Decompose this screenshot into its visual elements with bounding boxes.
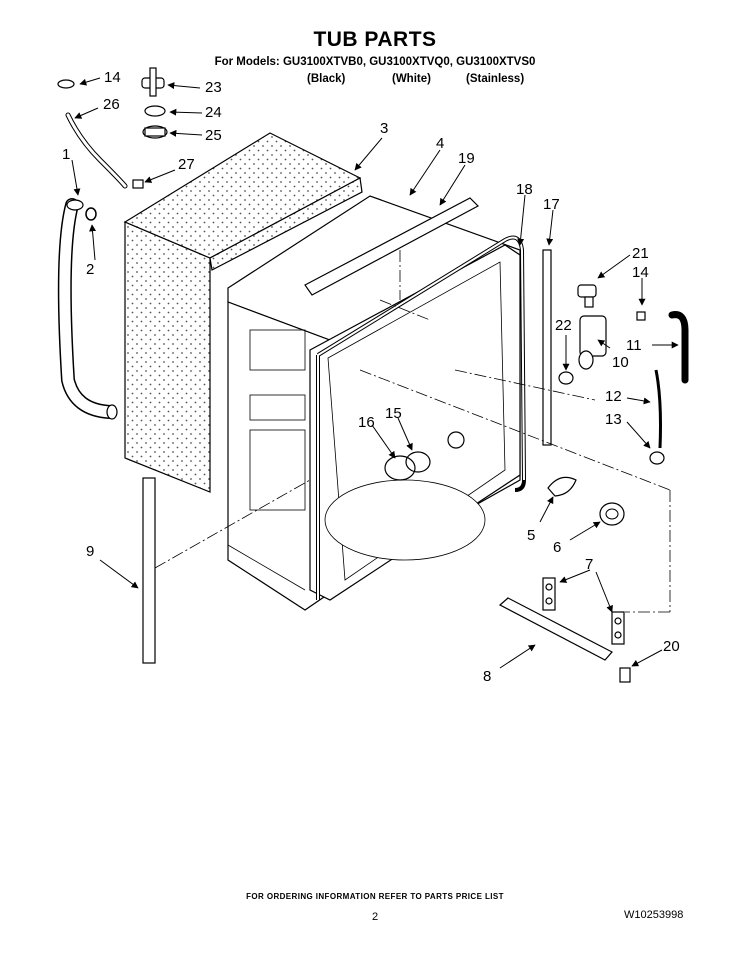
- callout-label: 22: [555, 317, 572, 334]
- callout-label: 24: [205, 104, 222, 121]
- color-label-black: (Black): [307, 73, 346, 85]
- bottom-gasket-strip: [142, 477, 156, 664]
- callout-label: 14: [104, 69, 121, 86]
- callout-label: 26: [103, 96, 120, 113]
- front-rail: [498, 597, 613, 661]
- hose-clamp: [57, 79, 75, 89]
- end-cap: [619, 667, 631, 683]
- callout-label: 23: [205, 79, 222, 96]
- callout-label: 9: [86, 543, 94, 560]
- color-label-stainless: (Stainless): [466, 73, 525, 85]
- callout-label: 17: [543, 196, 560, 213]
- bracket-part: [547, 476, 577, 497]
- callout-label: 11: [626, 337, 642, 354]
- top-vent-strip: [304, 197, 479, 296]
- callout-label: 2: [86, 261, 94, 278]
- callout-label: 6: [553, 539, 561, 556]
- page-title: TUB PARTS: [313, 28, 437, 51]
- callout-labels: 1 2 3 4 5 6 7 8 9 10 11 12 13 14 14 15 1…: [62, 69, 680, 685]
- vent-fitting: [141, 67, 168, 139]
- color-label-white: (White): [392, 73, 431, 85]
- document-number: W10253998: [624, 909, 684, 921]
- side-gasket-strip: [542, 249, 552, 446]
- callout-label: 25: [205, 127, 222, 144]
- clip: [132, 179, 144, 189]
- sump-filter: [384, 455, 416, 481]
- insulation-blanket: [123, 132, 363, 493]
- callout-label: 14: [632, 264, 649, 281]
- models-line: For Models: GU3100XTVB0, GU3100XTVQ0, GU…: [214, 56, 536, 68]
- ordering-note: FOR ORDERING INFORMATION REFER TO PARTS …: [246, 892, 504, 901]
- callout-label: 5: [527, 527, 535, 544]
- nut-part: [599, 502, 625, 526]
- callout-label: 18: [516, 181, 533, 198]
- tub-body: [227, 195, 521, 611]
- page-number: 2: [371, 911, 379, 923]
- callout-label: 7: [585, 556, 593, 573]
- callout-label: 13: [605, 411, 622, 428]
- right-side-parts: [558, 284, 689, 465]
- callout-label: 27: [178, 156, 195, 173]
- callout-label: 19: [458, 150, 475, 167]
- callout-label: 8: [483, 668, 491, 685]
- callout-label: 20: [663, 638, 680, 655]
- callout-label: 3: [380, 120, 388, 137]
- callout-arrows: [71, 77, 679, 669]
- callout-label: 21: [632, 245, 649, 262]
- callout-label: 16: [358, 414, 375, 431]
- callout-label: 4: [436, 135, 444, 152]
- callout-label: 1: [62, 146, 70, 163]
- washer-ring: [85, 207, 97, 221]
- hinge-brackets: [542, 577, 625, 645]
- callout-label: 12: [605, 388, 622, 405]
- callout-label: 10: [612, 354, 629, 371]
- leader-lines: [154, 250, 671, 613]
- callout-label: 15: [385, 405, 402, 422]
